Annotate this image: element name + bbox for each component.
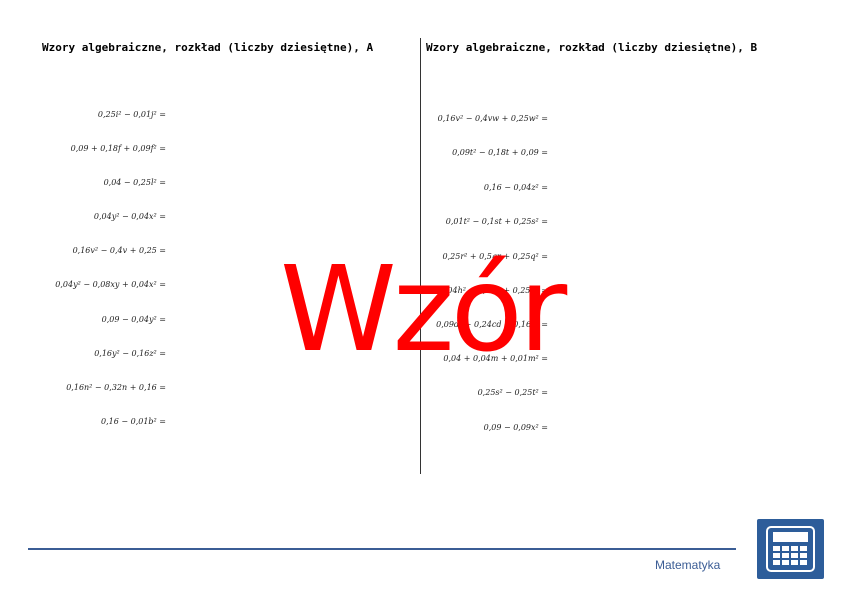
exercise-item: 0,16v² − 0,4v + 0,25 = <box>72 246 166 255</box>
exercise-item: 0,09t² − 0,18t + 0,09 = <box>452 148 548 157</box>
exercise-item: 0,04 + 0,04m + 0,01m² = <box>443 354 548 363</box>
exercise-item: 0,25r² + 0,5qr + 0,25q² = <box>442 252 548 261</box>
worksheet-title-b: Wzory algebraiczne, rozkład (liczby dzie… <box>426 41 758 54</box>
exercise-item: 0,04 − 0,25l² = <box>103 178 166 187</box>
exercise-item: 0,09 − 0,09x² = <box>483 423 548 432</box>
exercise-item: 0,04h² + 0,2hn + 0,25n² = <box>439 286 548 295</box>
exercise-item: 0,09 + 0,18f + 0,09f² = <box>70 144 166 153</box>
exercise-item: 0,01t² − 0,1st + 0,25s² = <box>445 217 548 226</box>
exercise-item: 0,16n² − 0,32n + 0,16 = <box>66 383 166 392</box>
watermark-text: Wzór <box>280 240 567 378</box>
exercise-item: 0,04y² − 0,04x² = <box>93 212 166 221</box>
exercise-item: 0,16 − 0,01b² = <box>101 417 166 426</box>
exercise-item: 0,16y² − 0,16z² = <box>94 349 166 358</box>
calculator-icon <box>757 519 824 579</box>
worksheet-title-a: Wzory algebraiczne, rozkład (liczby dzie… <box>42 41 374 54</box>
exercise-item: 0,16 − 0,04z² = <box>483 183 548 192</box>
exercise-item: 0,09d² + 0,24cd + 0,16c² = <box>436 320 548 329</box>
exercise-item: 0,09 − 0,04y² = <box>101 315 166 324</box>
footer-divider <box>28 548 736 550</box>
exercise-item: 0,04y² − 0,08xy + 0,04x² = <box>55 280 166 289</box>
exercise-item: 0,25i² − 0,01j² = <box>97 110 166 119</box>
exercise-item: 0,25s² − 0,25t² = <box>477 388 548 397</box>
exercise-item: 0,16v² − 0,4vw + 0,25w² = <box>437 114 548 123</box>
brand-label: Matematyka <box>655 558 721 572</box>
column-divider <box>420 38 422 474</box>
